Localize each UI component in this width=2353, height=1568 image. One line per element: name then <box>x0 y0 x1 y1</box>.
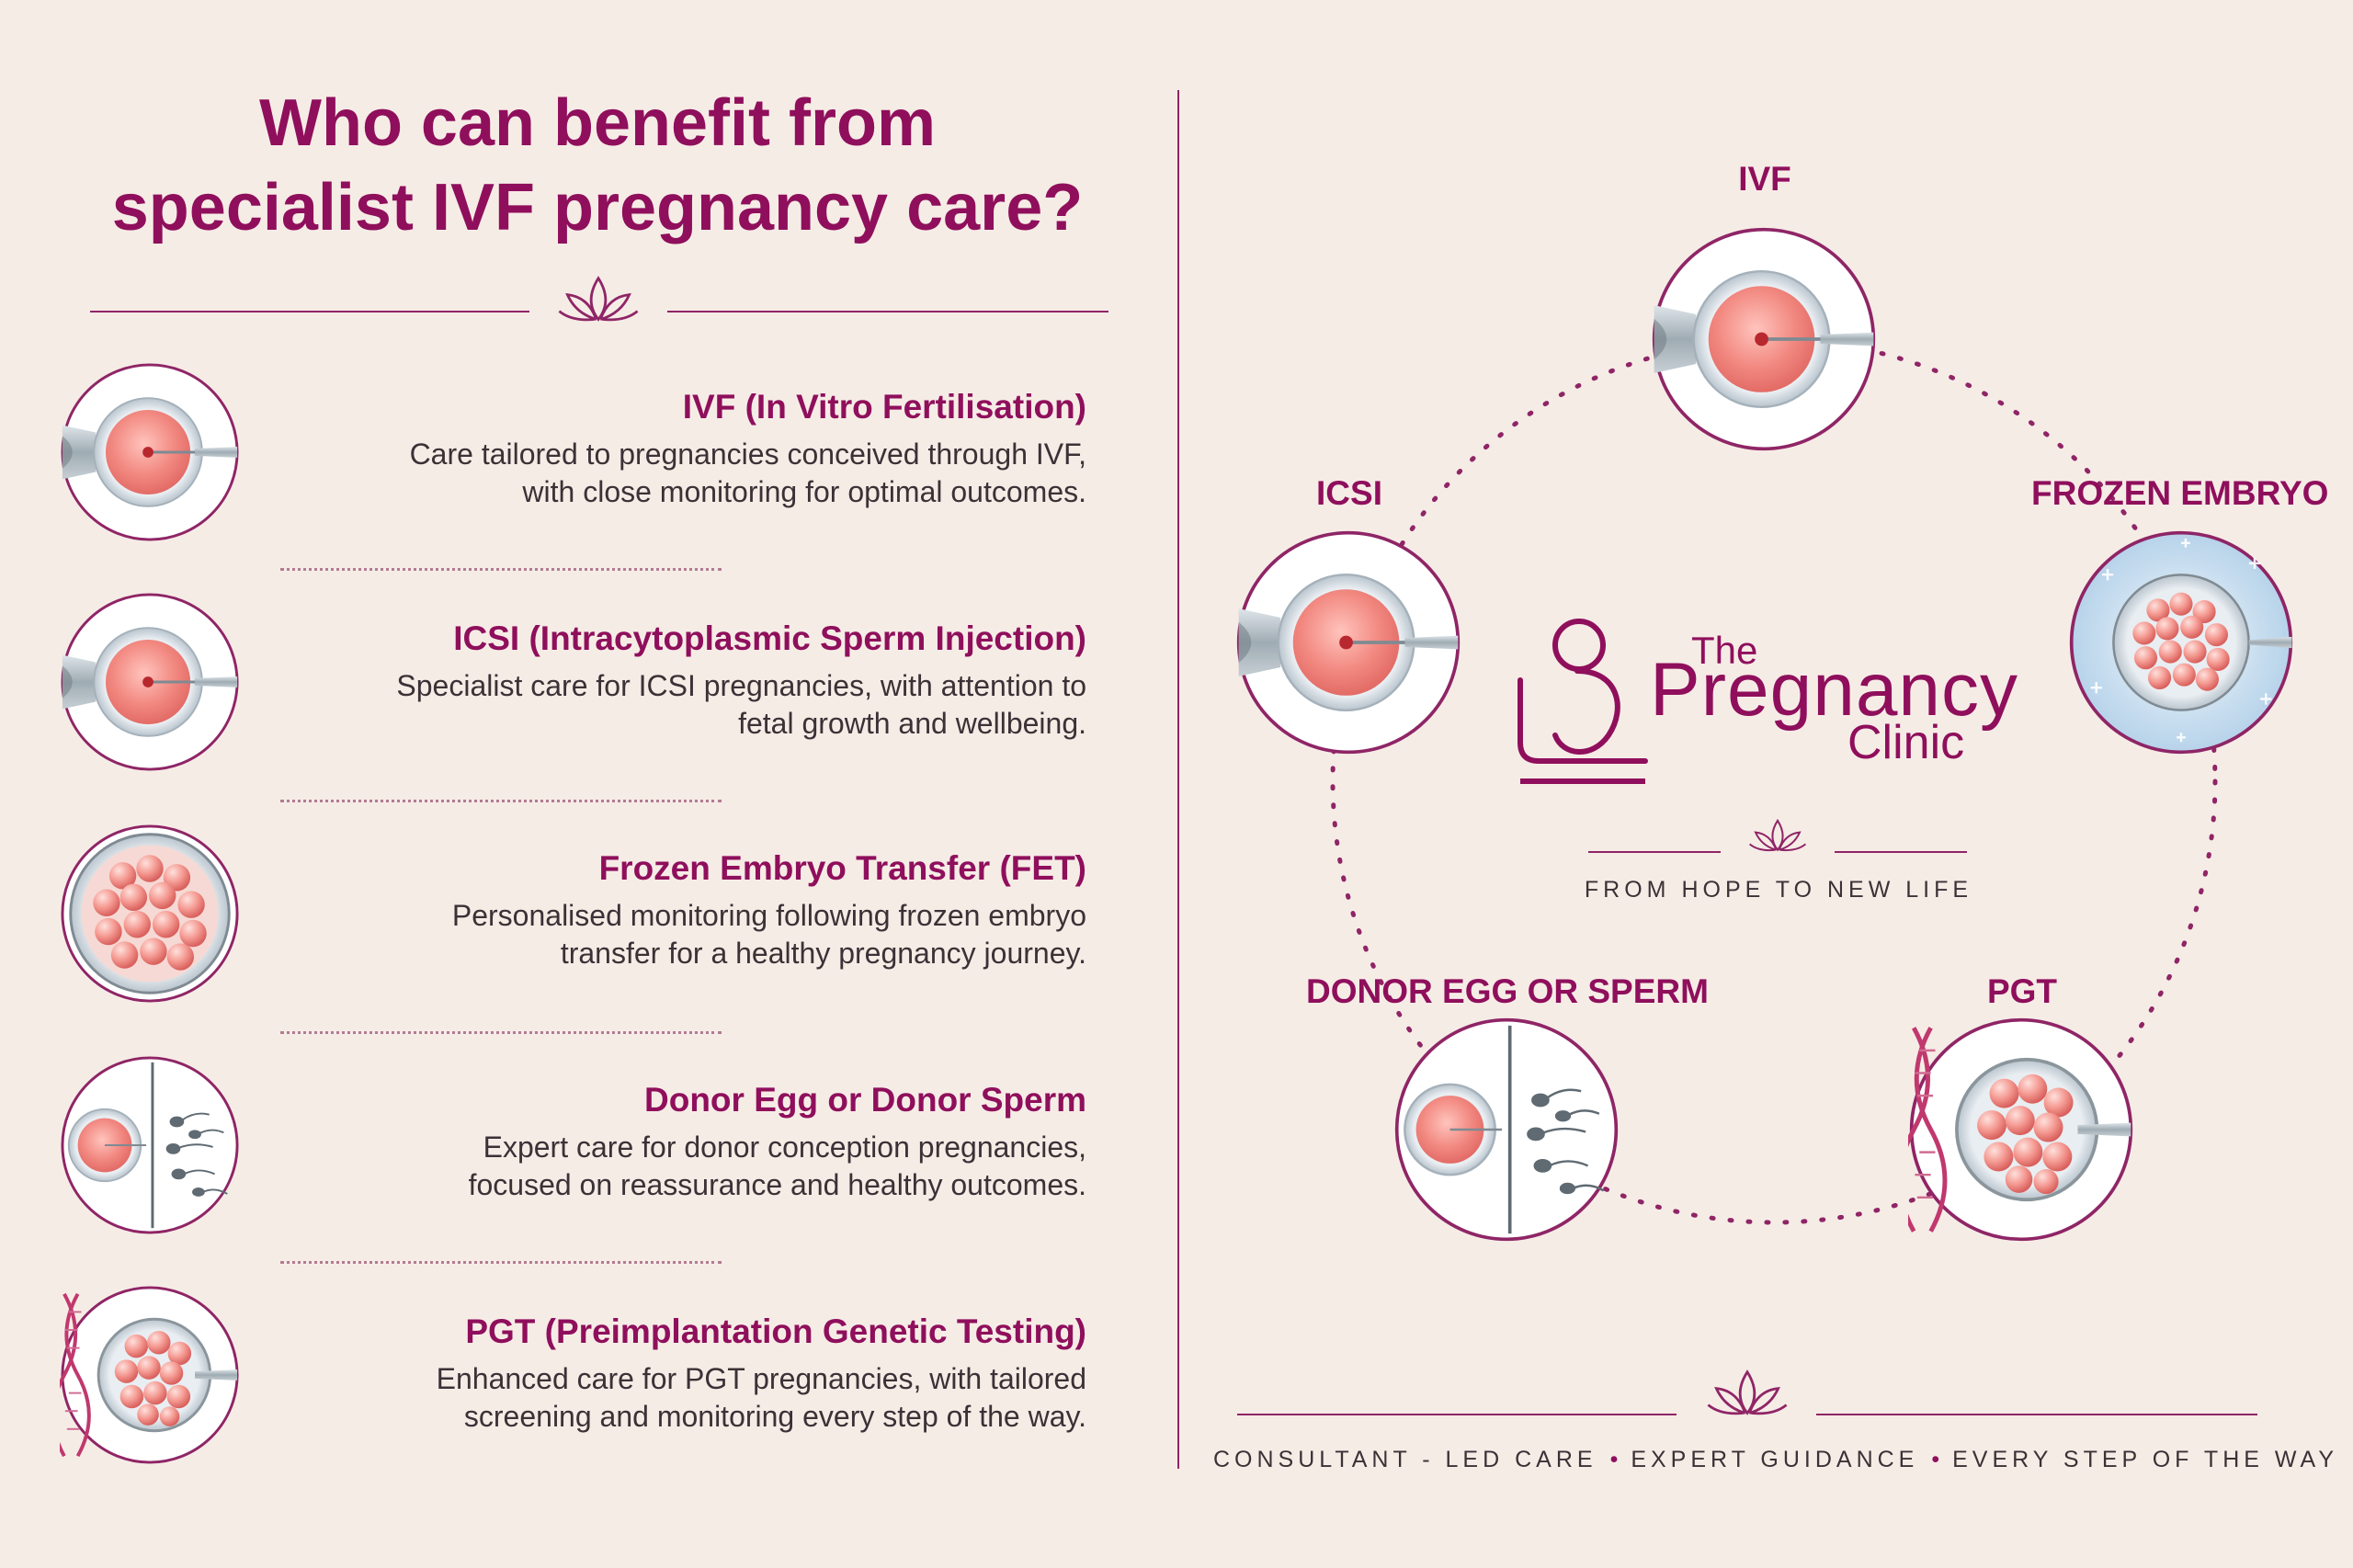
desc-line: transfer for a healthy pregnancy journey… <box>560 937 1086 970</box>
lotus-icon <box>1706 1366 1789 1417</box>
footer-separator: • <box>1931 1447 1940 1472</box>
treatment-description: Enhanced care for PGT pregnancies, with … <box>276 1360 1086 1436</box>
pgt-node-icon <box>1908 1017 2134 1243</box>
desc-line: Care tailored to pregnancies conceived t… <box>409 437 1086 471</box>
page-title: Who can benefit from specialist IVF preg… <box>37 81 1158 250</box>
desc-line: Personalised monitoring following frozen… <box>451 899 1086 932</box>
footer-item: EXPERT GUIDANCE <box>1631 1447 1919 1472</box>
treatment-pgt: PGT (Preimplantation Genetic Testing) En… <box>276 1311 1086 1436</box>
lotus-icon <box>557 272 640 324</box>
footer-item: CONSULTANT - LED CARE <box>1213 1447 1597 1472</box>
title-divider-left <box>90 311 529 312</box>
brand-the: The <box>1691 629 1758 672</box>
node-label-frozen-embryo: FROZEN EMBRYO <box>2031 474 2329 512</box>
node-label-icsi: ICSI <box>1316 474 1382 512</box>
donor-node-icon <box>1393 1017 1620 1243</box>
desc-line: fetal growth and wellbeing. <box>738 707 1086 740</box>
treatment-ivf: IVF (In Vitro Fertilisation) Care tailor… <box>276 386 1086 511</box>
node-label-pgt: PGT <box>1986 972 2058 1010</box>
donor-egg-sperm-icon <box>60 1055 240 1235</box>
title-line-1: Who can benefit from <box>259 86 936 160</box>
treatment-title: Donor Egg or Donor Sperm <box>644 1081 1086 1119</box>
icsi-node-icon <box>1235 529 1461 756</box>
ivf-node-icon <box>1651 226 1877 452</box>
panel-divider <box>1177 90 1179 1469</box>
treatment-description: Specialist care for ICSI pregnancies, wi… <box>276 667 1086 743</box>
footer-item: EVERY STEP OF THE WAY <box>1952 1447 2339 1472</box>
brand-clinic: Clinic <box>1847 716 1965 769</box>
lotus-icon <box>1748 816 1807 853</box>
title-line-2: specialist IVF pregnancy care? <box>111 171 1084 244</box>
pgt-dna-embryo-icon <box>60 1285 240 1465</box>
brand-tagline: FROM HOPE TO NEW LIFE <box>1584 877 1973 903</box>
icsi-sperm-injection-icon <box>60 592 240 772</box>
tagline-divider-right <box>1835 851 1967 853</box>
row-separator <box>280 1031 722 1034</box>
treatment-icsi: ICSI (Intracytoplasmic Sperm Injection) … <box>276 618 1086 743</box>
footer-separator: • <box>1609 1447 1619 1472</box>
treatment-title: IVF (In Vitro Fertilisation) <box>682 388 1086 426</box>
desc-line: focused on reassurance and healthy outco… <box>468 1168 1086 1201</box>
footer-divider-left <box>1237 1414 1677 1415</box>
treatment-description: Care tailored to pregnancies conceived t… <box>276 436 1086 511</box>
footer-values: CONSULTANT - LED CARE•EXPERT GUIDANCE•EV… <box>1213 1447 2334 1473</box>
pregnancy-clinic-logo-icon <box>1518 619 1648 784</box>
node-label-ivf: IVF <box>1738 160 1791 198</box>
title-divider-right <box>667 311 1108 312</box>
desc-line: screening and monitoring every step of t… <box>463 1400 1086 1433</box>
row-separator <box>280 800 722 802</box>
tagline-divider-left <box>1588 851 1721 853</box>
node-label-donor: DONOR EGG OR SPERM <box>1306 972 1709 1010</box>
treatment-title: PGT (Preimplantation Genetic Testing) <box>465 1312 1086 1350</box>
frozen-embryo-icon <box>60 824 240 1004</box>
desc-line: Enhanced care for PGT pregnancies, with … <box>436 1362 1086 1395</box>
treatment-description: Expert care for donor conception pregnan… <box>276 1129 1086 1204</box>
row-separator <box>280 568 722 571</box>
brand-pregnancy: Pregnancy <box>1650 648 2019 732</box>
desc-line: with close monitoring for optimal outcom… <box>522 475 1086 508</box>
treatment-title: Frozen Embryo Transfer (FET) <box>598 849 1086 887</box>
ivf-egg-injection-icon <box>60 362 240 542</box>
treatment-fet: Frozen Embryo Transfer (FET) Personalise… <box>276 847 1086 972</box>
treatment-title: ICSI (Intracytoplasmic Sperm Injection) <box>453 619 1086 657</box>
row-separator <box>280 1261 722 1264</box>
treatment-description: Personalised monitoring following frozen… <box>276 897 1086 972</box>
treatment-donor: Donor Egg or Donor Sperm Expert care for… <box>276 1079 1086 1204</box>
footer-divider-right <box>1816 1414 2257 1415</box>
frozen-embryo-node-icon <box>2069 530 2293 755</box>
desc-line: Expert care for donor conception pregnan… <box>483 1131 1086 1164</box>
desc-line: Specialist care for ICSI pregnancies, wi… <box>396 669 1086 702</box>
